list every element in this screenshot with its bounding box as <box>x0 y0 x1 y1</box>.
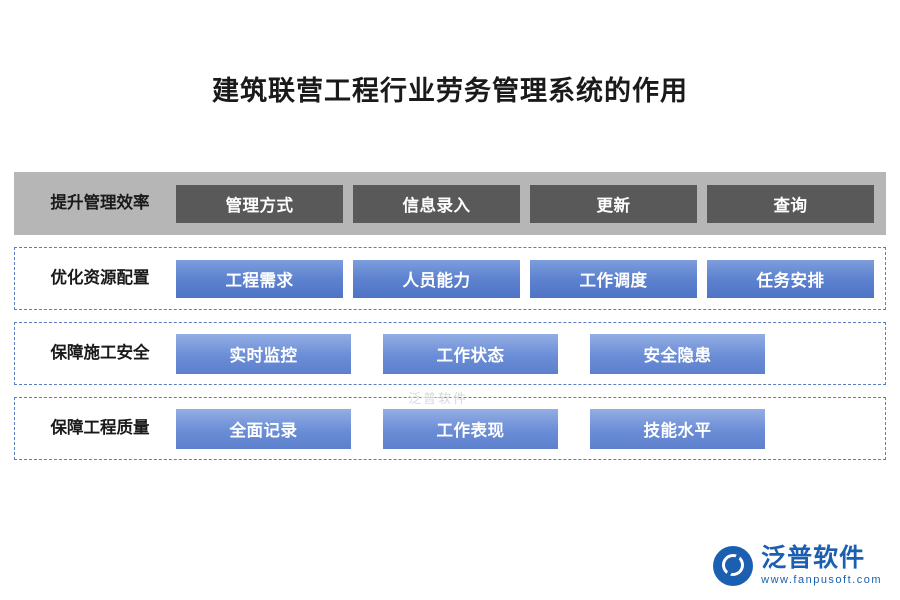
brand-logo: 泛普软件 www.fanpusoft.com <box>713 546 882 586</box>
cell-item[interactable]: 工作状态 <box>383 333 558 374</box>
cell-item[interactable]: 工程需求 <box>176 259 343 298</box>
cell-item[interactable]: 人员能力 <box>353 259 520 298</box>
diagram-row-safety: 保障施工安全 实时监控 工作状态 安全隐患 <box>14 322 886 385</box>
row-label: 保障工程质量 <box>50 419 150 438</box>
diagram-row-efficiency: 提升管理效率 管理方式 信息录入 更新 查询 <box>14 172 886 235</box>
cell-item[interactable]: 更新 <box>530 184 697 223</box>
row-label: 提升管理效率 <box>50 194 150 213</box>
row-cells: 工程需求 人员能力 工作调度 任务安排 <box>175 248 875 309</box>
cell-item[interactable]: 工作调度 <box>530 259 697 298</box>
cell-item[interactable]: 技能水平 <box>590 408 765 449</box>
logo-name: 泛普软件 <box>761 544 866 572</box>
diagram-row-resources: 优化资源配置 工程需求 人员能力 工作调度 任务安排 <box>14 247 886 310</box>
row-cells: 管理方式 信息录入 更新 查询 <box>175 173 875 234</box>
cell-item[interactable]: 信息录入 <box>353 184 520 223</box>
cell-item[interactable]: 全面记录 <box>176 408 351 449</box>
cell-item[interactable]: 任务安排 <box>707 259 874 298</box>
row-cells: 全面记录 工作表现 技能水平 <box>175 398 875 459</box>
logo-url: www.fanpusoft.com <box>761 574 882 586</box>
page-title: 建筑联营工程行业劳务管理系统的作用 <box>212 76 688 106</box>
cell-item[interactable]: 管理方式 <box>176 184 343 223</box>
row-cells: 实时监控 工作状态 安全隐患 <box>175 323 875 384</box>
cell-item[interactable]: 工作表现 <box>383 408 558 449</box>
diagram-rows: 提升管理效率 管理方式 信息录入 更新 查询 优化资源配置 工程需求 人员能力 … <box>14 172 886 472</box>
row-label: 保障施工安全 <box>50 344 150 363</box>
globe-icon <box>713 546 754 586</box>
cell-item[interactable]: 实时监控 <box>176 333 351 374</box>
row-label: 优化资源配置 <box>50 269 150 288</box>
diagram-row-quality: 保障工程质量 全面记录 工作表现 技能水平 <box>14 397 886 460</box>
logo-texts: 泛普软件 www.fanpusoft.com <box>761 546 882 586</box>
cell-item[interactable]: 查询 <box>707 184 874 223</box>
cell-item[interactable]: 安全隐患 <box>590 333 765 374</box>
